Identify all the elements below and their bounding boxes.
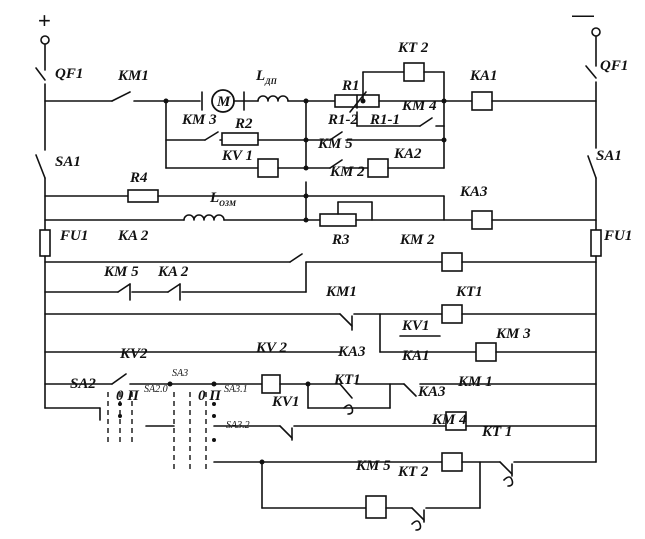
label-fu1-left: FU1 (59, 228, 88, 244)
label-km5-row: KM 5 (103, 264, 139, 280)
switch-mechanism-sa3 (173, 392, 216, 472)
label-ka2-row2: KA 2 (157, 264, 189, 280)
label-qf1-left: QF1 (55, 66, 83, 82)
coil-kv2 (261, 374, 281, 394)
field-row (44, 201, 597, 230)
label-l-dp: LДП (255, 68, 278, 86)
label-kt2-coil: KT 2 (397, 464, 429, 480)
label-op1: 0 П (116, 388, 140, 404)
km5-kt2-row (213, 452, 597, 531)
kv2-km3-row (44, 335, 597, 362)
label-sa3-1: SA3.1 (224, 384, 248, 395)
label-kt1-coil: KT1 (455, 284, 483, 300)
label-ka2-top: KA2 (393, 146, 422, 162)
coil-km5 (441, 452, 463, 472)
label-ka3-top: KA3 (459, 184, 488, 200)
kv1-km4-row (145, 411, 597, 441)
label-kv1-row: KV1 (401, 318, 430, 334)
coil-kt1 (441, 304, 463, 324)
contact-km4-top (356, 100, 445, 127)
coil-kt2 (365, 495, 387, 519)
km5-ka2-row (44, 261, 307, 301)
plus-terminal (40, 35, 50, 45)
label-kv2: KV2 (119, 346, 148, 362)
label-sa3: SA3 (172, 368, 188, 379)
label-ka2-row: KA 2 (117, 228, 149, 244)
label-qf1-right: QF1 (600, 58, 628, 74)
resistor-r4 (127, 189, 159, 203)
label-kv1-top: KV 1 (221, 148, 253, 164)
label-kv1-row2: KV1 (271, 394, 300, 410)
armature-row (44, 62, 597, 113)
timer-kt1-right-symbol (503, 476, 514, 487)
inductor-l-ozm (183, 214, 225, 221)
resistor-r2 (221, 132, 259, 146)
label-r1-2: R1-2 (327, 112, 359, 128)
label-kt1-right: KT 1 (481, 424, 512, 440)
km2-row (44, 252, 597, 272)
timer-kt1-symbol (343, 404, 354, 415)
label-ka3-row: KA3 (337, 344, 366, 360)
label-sa3-2: SA3.2 (226, 420, 250, 431)
label-op2: 0 П (198, 388, 222, 404)
label-km3-main: KM 3 (181, 112, 217, 128)
label-km2-coil: KM 2 (399, 232, 435, 248)
resistor-r3 (319, 213, 357, 227)
label-km5-top: KM 5 (317, 136, 353, 152)
label-sa2-0: SA2.0 (144, 384, 168, 395)
kv2-km1-row (44, 373, 597, 415)
km1-kt1-row (44, 304, 597, 353)
label-r2: R2 (234, 116, 253, 132)
minus-sign: — (572, 2, 594, 27)
right-rail (585, 35, 602, 463)
label-km3-coil: KM 3 (495, 326, 531, 342)
label-r3: R3 (331, 232, 350, 248)
left-rail (35, 43, 51, 409)
switch-mechanism-sa2 (107, 392, 133, 442)
label-km5-coil: KM 5 (355, 458, 391, 474)
label-fu1-right: FU1 (603, 228, 632, 244)
label-l-ozm: LОЗМ (209, 190, 237, 208)
label-km1-coil: KM 1 (457, 374, 493, 390)
inductor-l-dp (257, 95, 289, 102)
label-ka1-row: KA1 (401, 348, 430, 364)
label-km2-top: KM 2 (329, 164, 365, 180)
label-r1: R1 (341, 78, 360, 94)
timer-kt2-symbol (411, 520, 422, 531)
label-r4: R4 (129, 170, 148, 186)
r4-row (44, 181, 445, 221)
label-ka3-row2: KA3 (417, 384, 446, 400)
label-kt1-row: KT1 (333, 372, 361, 388)
label-r1-1: R1-1 (369, 112, 400, 128)
minus-terminal (591, 27, 601, 37)
label-km4-top: KM 4 (401, 98, 437, 114)
plus-sign: + (38, 8, 51, 33)
coil-kt2-top (403, 62, 425, 82)
label-kt2-top: KT 2 (397, 40, 429, 56)
label-sa1-right: SA1 (596, 148, 622, 164)
label-km1: KM1 (117, 68, 149, 84)
label-ka1: KA1 (469, 68, 498, 84)
coil-km3 (475, 342, 497, 362)
label-sa2: SA2 (70, 376, 96, 392)
label-kv2-coil: KV 2 (255, 340, 287, 356)
coil-ka3-top (471, 210, 493, 230)
coil-kv1-top (257, 158, 279, 178)
label-motor: M (216, 94, 231, 110)
label-km4-coil: KM 4 (431, 412, 467, 428)
label-sa1-left: SA1 (55, 154, 81, 170)
dynamic-brake-branch (165, 100, 447, 178)
coil-km2 (441, 252, 463, 272)
label-km1-row: KM1 (325, 284, 357, 300)
coil-ka1 (471, 91, 493, 111)
coil-ka2-top (367, 158, 389, 178)
coil-km4 (445, 411, 467, 431)
